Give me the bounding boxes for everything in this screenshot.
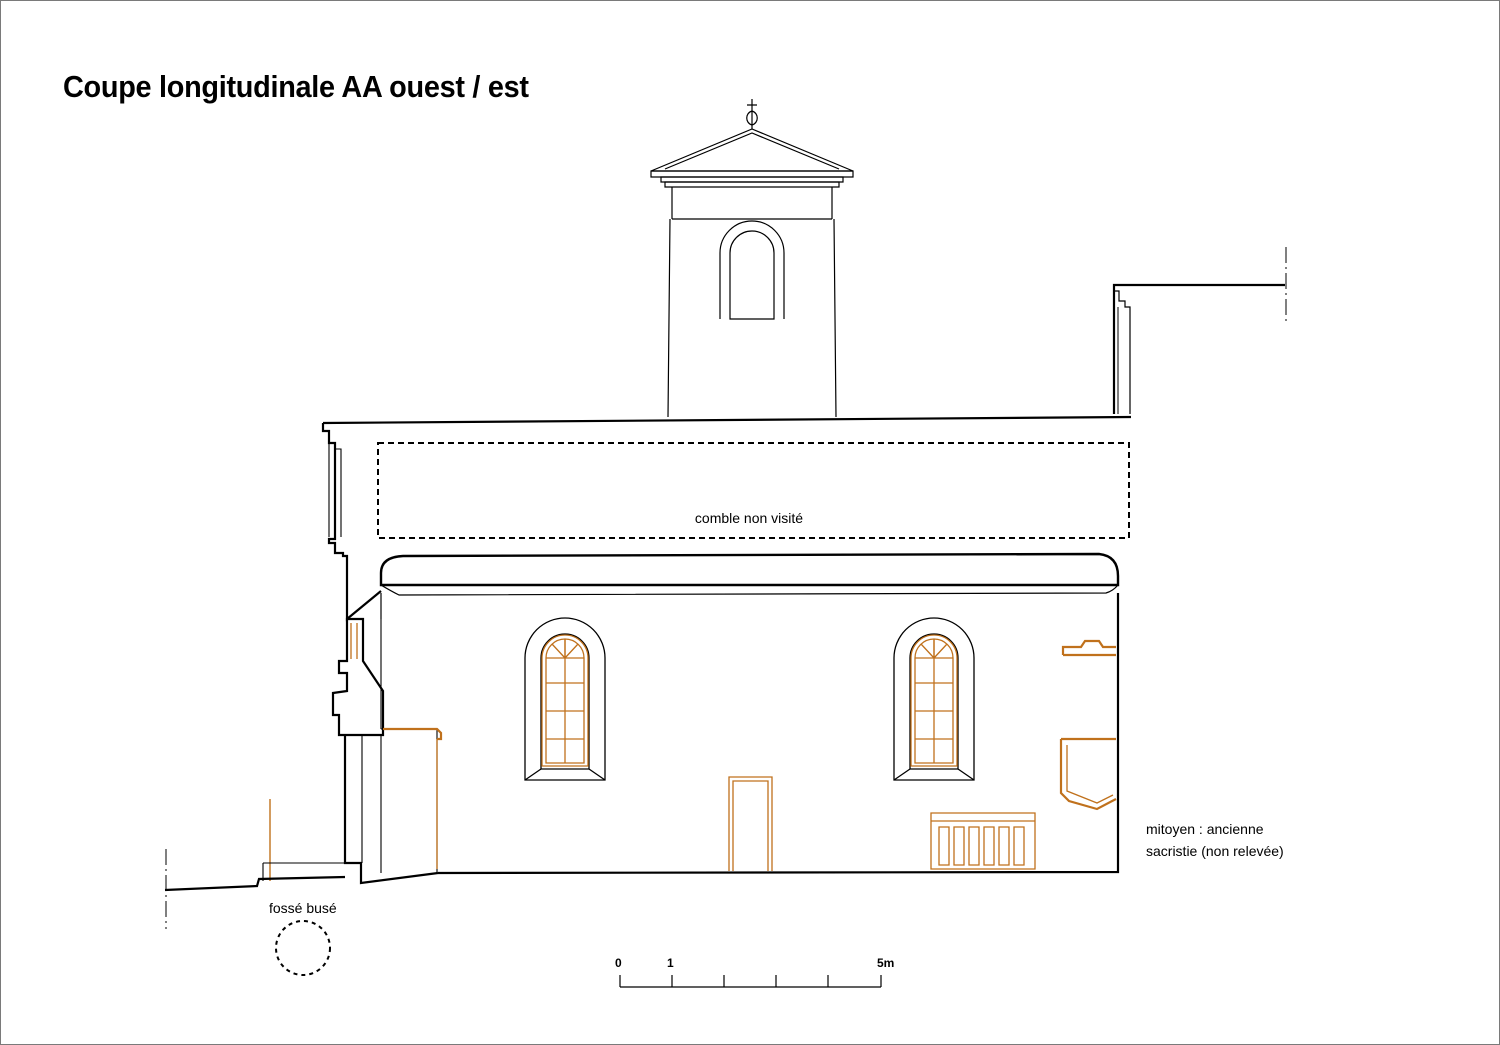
door <box>728 776 773 871</box>
belfry-opening-outer <box>719 220 785 319</box>
bell-tower <box>650 99 854 418</box>
altar-rail <box>930 812 1036 870</box>
nave <box>331 593 1120 885</box>
finial-cross-icon <box>746 99 758 129</box>
scale-tick-1: 1 <box>667 956 674 970</box>
scale-tick-5: 5m <box>877 956 894 970</box>
nave-window-west <box>524 617 606 781</box>
belfry-opening <box>729 230 775 320</box>
vaulted-ceiling <box>379 552 1120 587</box>
drawing-title: Coupe longitudinale AA ouest / est <box>63 69 529 104</box>
east-wall-top <box>1112 247 1287 414</box>
label-ditch: fossé busé <box>269 900 337 916</box>
label-neighbour-2: sacristie (non relevée) <box>1146 843 1284 859</box>
label-neighbour-1: mitoyen : ancienne <box>1146 821 1264 837</box>
scale-bar <box>619 975 882 988</box>
pulpit <box>1059 737 1117 811</box>
pulpit-canopy <box>1061 639 1116 657</box>
west-gallery <box>383 727 443 741</box>
furniture <box>269 639 1117 881</box>
roof-section <box>321 415 1132 622</box>
scale-tick-0: 0 <box>615 956 622 970</box>
ditch-pipe <box>275 920 331 976</box>
ground-exterior <box>164 849 346 976</box>
attic-unvisited-zone <box>377 442 1130 539</box>
label-attic: comble non visité <box>695 510 803 526</box>
nave-window-east <box>893 617 975 781</box>
